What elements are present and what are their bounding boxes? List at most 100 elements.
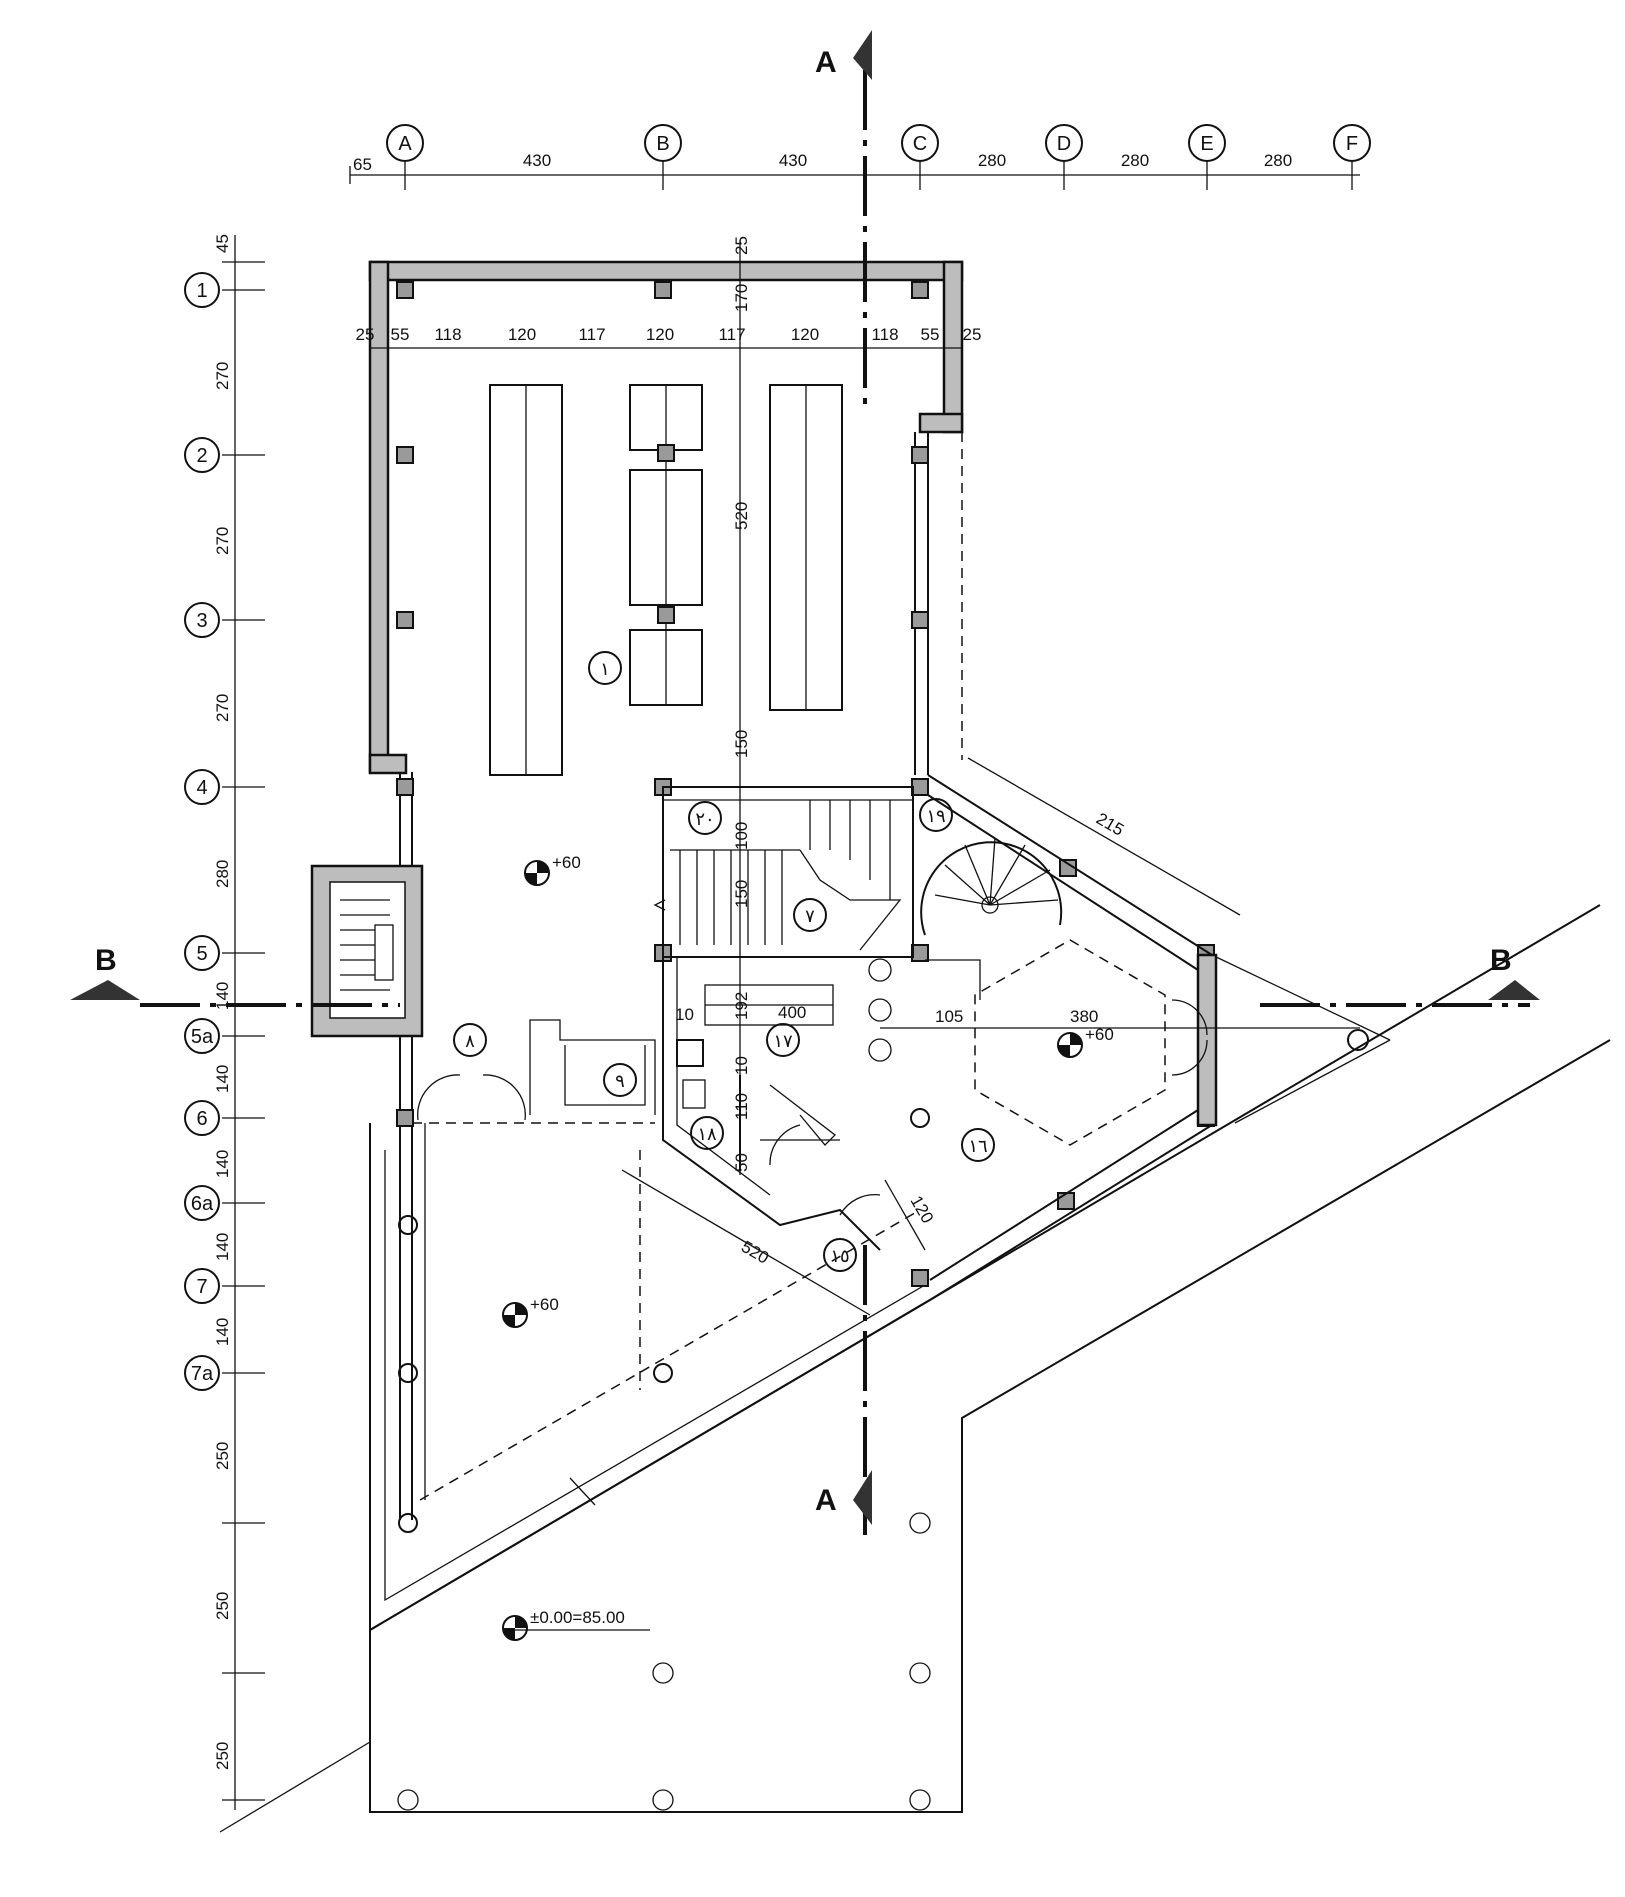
grid-bubble-7	[184, 1268, 220, 1304]
dim-left-270b: 270	[213, 527, 232, 555]
pews	[489, 384, 843, 776]
grid-label-6a: 6a	[191, 1193, 214, 1215]
grid-label-5a: 5a	[191, 1026, 214, 1048]
grid-bubble-6	[184, 1100, 220, 1136]
dim-inner-120a: 120	[508, 325, 536, 344]
grid-label-b: B	[656, 133, 669, 155]
dim-left-140e: 140	[213, 1318, 232, 1346]
grid-label-c: C	[913, 133, 927, 155]
dim-left-250c: 250	[213, 1742, 232, 1770]
section-b-line: B B	[70, 944, 1540, 1007]
room-tags: ١ ٢٠ ٧ ١٩ ٨ ٩ ١٧ ١٨ ١٦ ١٥	[453, 651, 995, 1272]
row-grid: 1 2 3 4 5 5a 6 6a 7 7a 45 270 270 270 28…	[184, 234, 265, 1810]
grid-label-7: 7	[196, 1276, 207, 1298]
level-deck: +60	[530, 1295, 559, 1314]
dim-top-280c: 280	[1264, 151, 1292, 170]
level-nave: +60	[552, 853, 581, 872]
room-tag-8: ٨	[465, 1031, 475, 1051]
grid-label-2: 2	[196, 445, 207, 467]
dim-inner-117a: 117	[578, 325, 605, 344]
grid-bubble-f	[1333, 124, 1371, 162]
grid-label-3: 3	[196, 610, 207, 632]
grid-label-d: D	[1057, 133, 1071, 155]
dim-left-140a: 140	[213, 982, 232, 1010]
dim-top-430b: 430	[779, 151, 807, 170]
level-annex: +60	[1085, 1025, 1114, 1044]
left-stair-core	[310, 864, 424, 1038]
grid-bubble-6a	[184, 1185, 220, 1221]
dim-120: 120	[907, 1193, 938, 1227]
grid-bubble-4	[184, 769, 220, 805]
room-tag-20: ٢٠	[695, 809, 714, 829]
section-a-top-label: A	[815, 46, 837, 79]
grid-label-7a: 7a	[191, 1363, 214, 1385]
section-b-right-label: B	[1490, 944, 1512, 977]
grid-bubble-c	[901, 124, 939, 162]
section-a-line: A A	[815, 30, 872, 1535]
dim-vert-150a: 150	[732, 730, 751, 758]
dim-vert-150b: 150	[732, 880, 751, 908]
room-tag-15: ١٥	[830, 1246, 849, 1266]
dim-inner-55a: 55	[391, 325, 410, 344]
dim-top-65: 65	[353, 155, 372, 174]
dim-left-45: 45	[213, 234, 232, 253]
section-a-bottom-label: A	[815, 1484, 837, 1517]
east-annex	[927, 432, 1391, 1301]
dim-left-140d: 140	[213, 1233, 232, 1261]
grid-bubble-d	[1045, 124, 1083, 162]
dim-10: 10	[675, 1005, 694, 1024]
grid-label-4: 4	[196, 777, 207, 799]
dim-left-280: 280	[213, 860, 232, 888]
grid-bubble-b	[644, 124, 682, 162]
dim-520-diag: 520	[738, 1237, 772, 1268]
grid-label-6: 6	[196, 1108, 207, 1130]
site-boundary	[219, 904, 1611, 1833]
dim-vert-520: 520	[732, 502, 751, 530]
wall-right-upper	[942, 260, 964, 434]
grid-bubble-1	[184, 272, 220, 308]
level-markers: +60 +60 +60 ±0.00=85.00	[502, 853, 1114, 1641]
section-b-left-label: B	[95, 944, 117, 977]
building-walls	[368, 260, 964, 1632]
dim-left-270a: 270	[213, 362, 232, 390]
central-stair	[653, 786, 914, 958]
grid-bubble-a	[386, 124, 424, 162]
dim-inner-55b: 55	[921, 325, 940, 344]
grid-bubble-e	[1188, 124, 1226, 162]
level-ground: ±0.00=85.00	[530, 1608, 625, 1627]
room-tag-19: ١٩	[926, 806, 945, 826]
spiral-stair	[920, 837, 1063, 1000]
dim-left-250b: 250	[213, 1592, 232, 1620]
grid-label-5: 5	[196, 943, 207, 965]
dim-left-140c: 140	[213, 1150, 232, 1178]
grid-bubble-5	[184, 935, 220, 971]
dim-top-430a: 430	[523, 151, 551, 170]
room-tag-18: ١٨	[697, 1124, 717, 1144]
round-columns	[397, 1108, 931, 1811]
dim-left-270c: 270	[213, 694, 232, 722]
dim-inner-118a: 118	[434, 325, 461, 344]
dim-vert-100: 100	[732, 822, 751, 850]
dim-vert-25: 25	[732, 236, 751, 255]
dim-400: 400	[778, 1003, 806, 1022]
dim-inner-118b: 118	[871, 325, 898, 344]
dim-inner-117b: 117	[718, 325, 745, 344]
dim-vert-110: 110	[732, 1093, 751, 1120]
grid-label-1: 1	[196, 280, 207, 302]
dim-vert-50: 50	[732, 1153, 751, 1172]
dim-top-280a: 280	[978, 151, 1006, 170]
room-tag-7: ٧	[805, 906, 815, 926]
grid-bubble-5a	[184, 1018, 220, 1054]
grid-label-a: A	[398, 133, 412, 155]
dim-380: 380	[1070, 1007, 1098, 1026]
room-tag-16: ١٦	[968, 1136, 987, 1156]
grid-bubble-2	[184, 437, 220, 473]
dim-inner-120b: 120	[646, 325, 674, 344]
column-grid: A B C D E F 65 430 430 280 280 280	[349, 124, 1371, 190]
dim-215: 215	[1093, 809, 1127, 840]
dim-top-280b: 280	[1121, 151, 1149, 170]
service-rooms	[412, 957, 892, 1390]
dim-inner-25a: 25	[356, 325, 375, 344]
dim-vert-192: 192	[732, 992, 751, 1020]
